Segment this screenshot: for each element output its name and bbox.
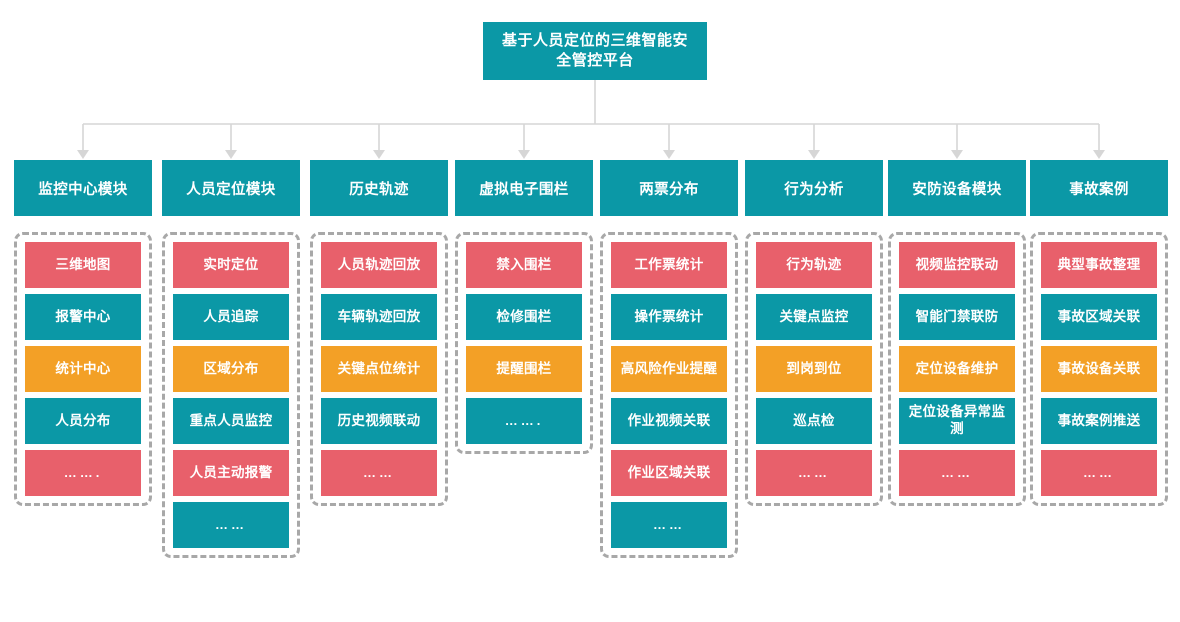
- module-item[interactable]: 人员主动报警: [173, 450, 289, 496]
- module-item[interactable]: 禁入围栏: [466, 242, 582, 288]
- column-item-list: 行为轨迹关键点监控到岗到位巡点检 ……: [756, 242, 872, 496]
- column-group-outline: 行为轨迹关键点监控到岗到位巡点检 ……: [745, 232, 883, 506]
- column-group-outline: 人员轨迹回放车辆轨迹回放关键点位统计历史视频联动 ……: [310, 232, 448, 506]
- module-item[interactable]: 定位设备维护: [899, 346, 1015, 392]
- column-item-list: 人员轨迹回放车辆轨迹回放关键点位统计历史视频联动 ……: [321, 242, 437, 496]
- module-column: 事故案例典型事故整理事故区域关联事故设备关联事故案例推送 ……: [1030, 160, 1168, 506]
- module-item[interactable]: 行为轨迹: [756, 242, 872, 288]
- column-group-outline: 工作票统计操作票统计高风险作业提醒作业视频关联作业区域关联 ……: [600, 232, 738, 558]
- column-header[interactable]: 监控中心模块: [14, 160, 152, 216]
- module-item[interactable]: 工作票统计: [611, 242, 727, 288]
- module-item-ellipsis[interactable]: ……: [321, 450, 437, 496]
- module-item[interactable]: 事故案例推送: [1041, 398, 1157, 444]
- root-title-box: 基于人员定位的三维智能安全管控平台: [483, 22, 707, 80]
- module-item[interactable]: 到岗到位: [756, 346, 872, 392]
- column-header[interactable]: 安防设备模块: [888, 160, 1026, 216]
- module-column: 两票分布工作票统计操作票统计高风险作业提醒作业视频关联作业区域关联 ……: [600, 160, 738, 558]
- module-item[interactable]: 典型事故整理: [1041, 242, 1157, 288]
- column-header[interactable]: 虚拟电子围栏: [455, 160, 593, 216]
- module-item-ellipsis[interactable]: ……: [899, 450, 1015, 496]
- column-group-outline: 视频监控联动智能门禁联防定位设备维护定位设备异常监测 ……: [888, 232, 1026, 506]
- module-item[interactable]: 历史视频联动: [321, 398, 437, 444]
- module-item[interactable]: 智能门禁联防: [899, 294, 1015, 340]
- module-item[interactable]: 巡点检: [756, 398, 872, 444]
- module-item[interactable]: 三维地图: [25, 242, 141, 288]
- module-item[interactable]: 定位设备异常监测: [899, 398, 1015, 444]
- column-header[interactable]: 行为分析: [745, 160, 883, 216]
- column-header[interactable]: 人员定位模块: [162, 160, 300, 216]
- module-item[interactable]: 实时定位: [173, 242, 289, 288]
- column-group-outline: 实时定位人员追踪区域分布重点人员监控人员主动报警 ……: [162, 232, 300, 558]
- module-item-ellipsis[interactable]: ……: [1041, 450, 1157, 496]
- module-item[interactable]: 关键点位统计: [321, 346, 437, 392]
- module-item[interactable]: 操作票统计: [611, 294, 727, 340]
- column-item-list: 禁入围栏检修围栏提醒围栏 …….: [466, 242, 582, 444]
- module-column: 历史轨迹人员轨迹回放车辆轨迹回放关键点位统计历史视频联动 ……: [310, 160, 448, 506]
- module-item[interactable]: 事故设备关联: [1041, 346, 1157, 392]
- module-column: 监控中心模块三维地图报警中心统计中心人员分布 …….: [14, 160, 152, 506]
- column-item-list: 实时定位人员追踪区域分布重点人员监控人员主动报警 ……: [173, 242, 289, 548]
- column-header[interactable]: 历史轨迹: [310, 160, 448, 216]
- module-item[interactable]: 视频监控联动: [899, 242, 1015, 288]
- column-item-list: 工作票统计操作票统计高风险作业提醒作业视频关联作业区域关联 ……: [611, 242, 727, 548]
- module-item-ellipsis[interactable]: …….: [466, 398, 582, 444]
- module-item-ellipsis[interactable]: ……: [756, 450, 872, 496]
- module-item-ellipsis[interactable]: …….: [25, 450, 141, 496]
- module-column: 虚拟电子围栏禁入围栏检修围栏提醒围栏 …….: [455, 160, 593, 454]
- module-column: 人员定位模块实时定位人员追踪区域分布重点人员监控人员主动报警 ……: [162, 160, 300, 558]
- module-item[interactable]: 关键点监控: [756, 294, 872, 340]
- column-item-list: 典型事故整理事故区域关联事故设备关联事故案例推送 ……: [1041, 242, 1157, 496]
- module-item-ellipsis[interactable]: ……: [173, 502, 289, 548]
- module-item[interactable]: 重点人员监控: [173, 398, 289, 444]
- column-group-outline: 三维地图报警中心统计中心人员分布 …….: [14, 232, 152, 506]
- column-group-outline: 典型事故整理事故区域关联事故设备关联事故案例推送 ……: [1030, 232, 1168, 506]
- column-item-list: 视频监控联动智能门禁联防定位设备维护定位设备异常监测 ……: [899, 242, 1015, 496]
- module-item[interactable]: 作业视频关联: [611, 398, 727, 444]
- module-column: 安防设备模块视频监控联动智能门禁联防定位设备维护定位设备异常监测 ……: [888, 160, 1026, 506]
- module-item[interactable]: 作业区域关联: [611, 450, 727, 496]
- column-item-list: 三维地图报警中心统计中心人员分布 …….: [25, 242, 141, 496]
- module-item[interactable]: 人员追踪: [173, 294, 289, 340]
- module-item[interactable]: 统计中心: [25, 346, 141, 392]
- module-item[interactable]: 高风险作业提醒: [611, 346, 727, 392]
- module-item[interactable]: 车辆轨迹回放: [321, 294, 437, 340]
- module-item-ellipsis[interactable]: ……: [611, 502, 727, 548]
- module-column: 行为分析行为轨迹关键点监控到岗到位巡点检 ……: [745, 160, 883, 506]
- module-item[interactable]: 人员轨迹回放: [321, 242, 437, 288]
- column-group-outline: 禁入围栏检修围栏提醒围栏 …….: [455, 232, 593, 454]
- module-item[interactable]: 提醒围栏: [466, 346, 582, 392]
- module-item[interactable]: 区域分布: [173, 346, 289, 392]
- module-item[interactable]: 人员分布: [25, 398, 141, 444]
- module-item[interactable]: 事故区域关联: [1041, 294, 1157, 340]
- column-header[interactable]: 两票分布: [600, 160, 738, 216]
- column-header[interactable]: 事故案例: [1030, 160, 1168, 216]
- module-item[interactable]: 报警中心: [25, 294, 141, 340]
- module-item[interactable]: 检修围栏: [466, 294, 582, 340]
